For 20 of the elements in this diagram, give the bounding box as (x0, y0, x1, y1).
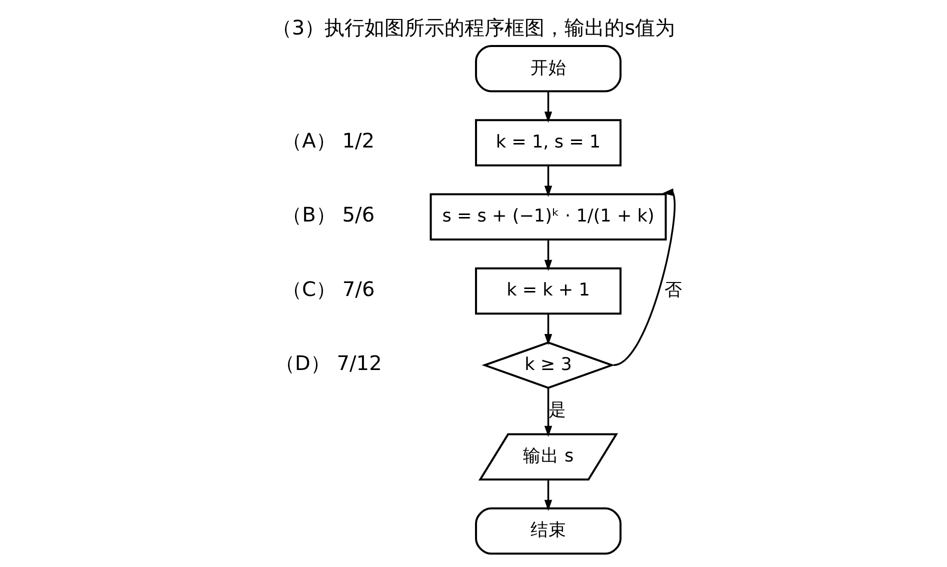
arrow (613, 188, 676, 366)
label: （D） 7/12 (274, 350, 382, 375)
node-box: 结束 (475, 507, 622, 555)
arrow (544, 166, 552, 197)
label: （B） 5/6 (282, 202, 375, 227)
diagram-title: （3）执行如图所示的程序框图，输出的s值为 (272, 15, 676, 40)
arrow (544, 388, 552, 437)
node-box: s = s + (−1)ᵏ · 1/(1 + k) (430, 193, 667, 241)
node-box: 开始 (475, 45, 622, 92)
arrow (544, 91, 552, 123)
arrow (544, 480, 552, 511)
node-diamond: k ≥ 3 (482, 342, 615, 389)
edge-label: 是 (548, 400, 567, 421)
node-box: k = 1, s = 1 (475, 119, 622, 166)
arrow (544, 314, 552, 346)
arrow (544, 240, 552, 271)
label: （A） 1/2 (282, 128, 375, 153)
node-box: k = k + 1 (475, 267, 622, 315)
label: （C） 7/6 (282, 276, 375, 301)
edge-label: 否 (664, 280, 682, 301)
